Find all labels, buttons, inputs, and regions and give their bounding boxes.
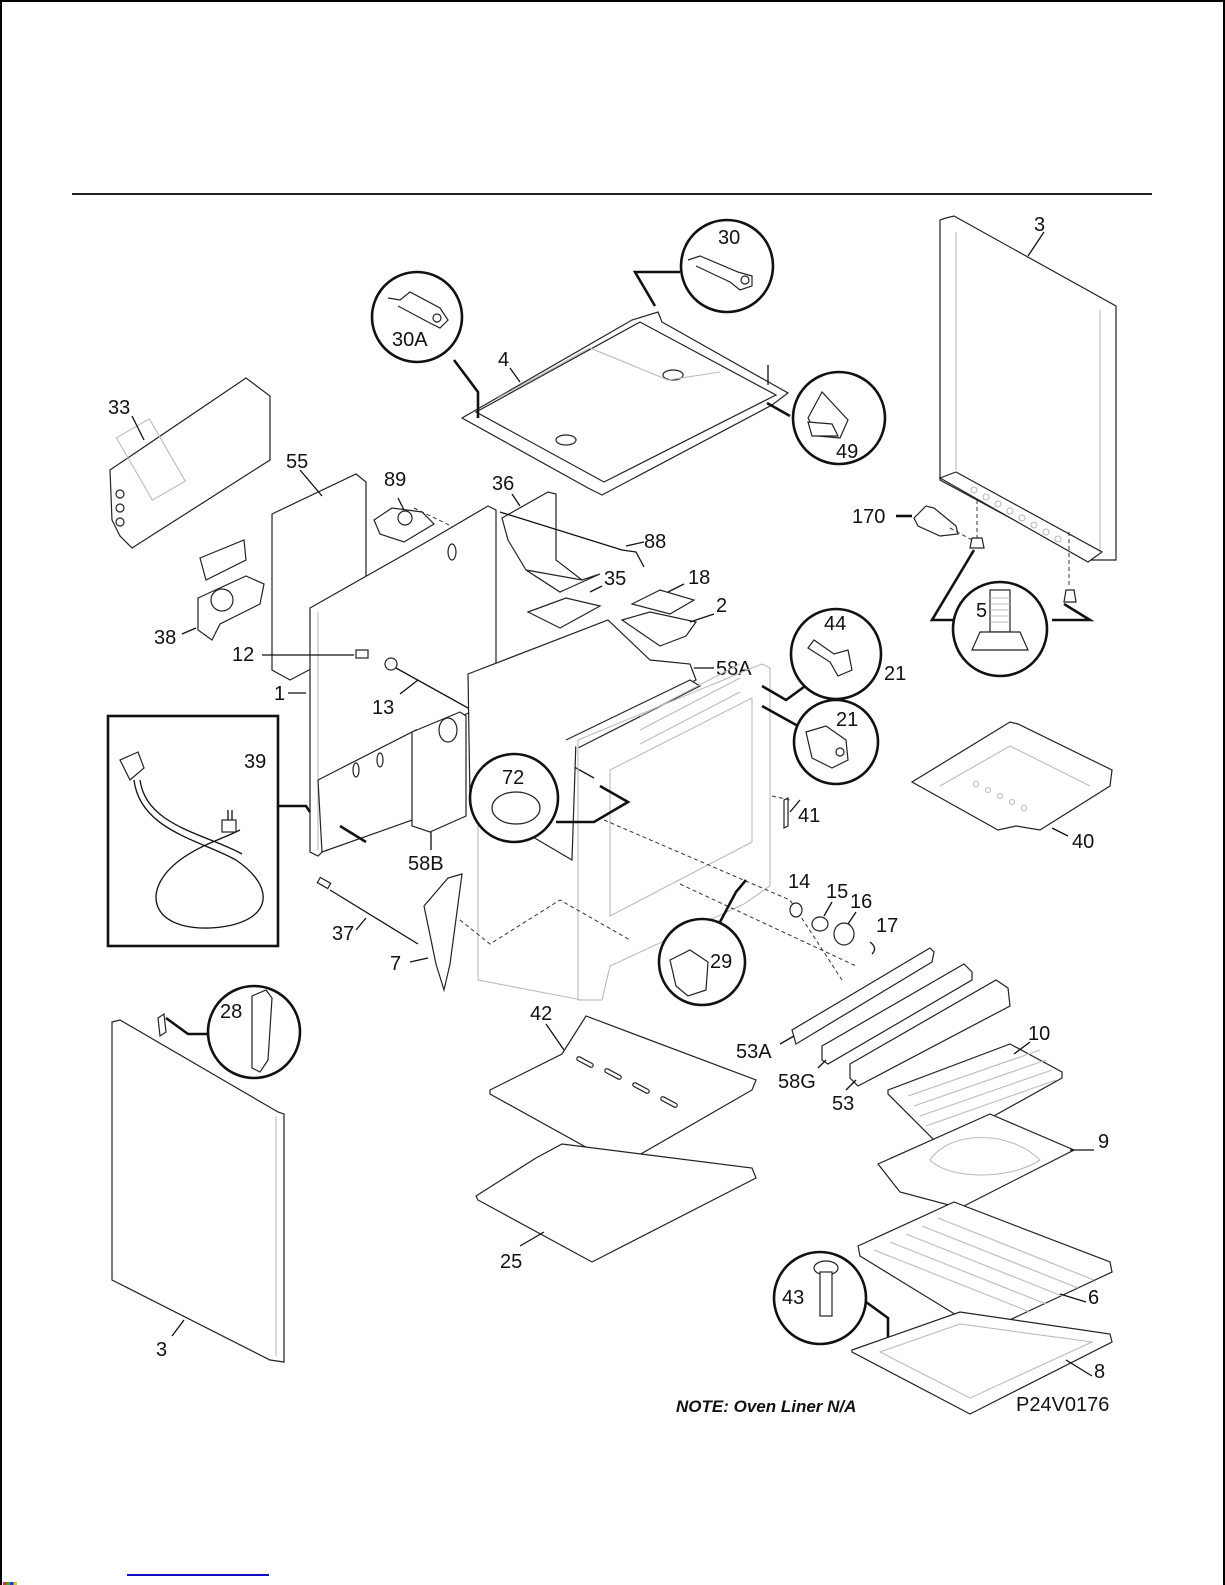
- label-49: 49: [836, 441, 858, 463]
- label-42: 42: [530, 1003, 552, 1025]
- label-14: 14: [788, 871, 810, 893]
- part-1-side-panel: 1: [274, 505, 497, 857]
- label-37: 37: [332, 923, 354, 945]
- label-17: 17: [876, 915, 898, 937]
- part-4-top-panel: 4: [460, 311, 790, 496]
- callout-5: 5: [929, 500, 1095, 678]
- header-rule: [72, 193, 1152, 195]
- label-36: 36: [492, 473, 514, 495]
- leveler-holes: [970, 486, 1062, 543]
- callout-28: 28: [157, 984, 302, 1080]
- part-33-panel: 33: [108, 377, 271, 549]
- callout-44: 44 21: [761, 607, 906, 702]
- label-6: 6: [1088, 1287, 1099, 1309]
- label-170: 170: [852, 506, 885, 528]
- label-35: 35: [604, 568, 626, 590]
- callout-49: 49: [766, 365, 887, 466]
- callout-21: 21: [761, 698, 880, 786]
- callout-72: 72: [468, 752, 631, 844]
- label-72: 72: [502, 767, 524, 789]
- label-58a: 58A: [716, 658, 752, 680]
- label-16: 16: [850, 891, 872, 913]
- label-33: 33: [108, 397, 130, 419]
- label-58b: 58B: [408, 853, 444, 875]
- label-3-top: 3: [1034, 214, 1045, 236]
- part-58b-insulation: 58B: [408, 711, 467, 875]
- part-35-plate: 35: [526, 568, 626, 629]
- label-29: 29: [710, 951, 732, 973]
- part-3-side-panel-left: 3: [111, 1019, 285, 1363]
- callout-30a: 30A: [370, 270, 480, 418]
- part-18-bracket: 18: [630, 567, 710, 615]
- part-41-clip: 41: [771, 795, 820, 829]
- label-2: 2: [716, 595, 727, 617]
- part-36-duct: 36: [492, 473, 601, 593]
- label-89: 89: [384, 469, 406, 491]
- part-58g-insulation: 58G: [778, 963, 973, 1093]
- light-assembly: 14 15 16 17: [603, 819, 898, 981]
- part-9-broiler-pan: 9: [877, 1113, 1109, 1209]
- part-25-plate: 25: [475, 1143, 757, 1273]
- part-37-sensor: 37: [316, 876, 419, 945]
- label-43: 43: [782, 1287, 804, 1309]
- part-170-bracket: 170: [852, 505, 973, 541]
- part-6-rack: 6: [857, 1201, 1113, 1333]
- part-42-bottom-panel: 42: [489, 1003, 757, 1167]
- footer-link[interactable]: [127, 1574, 269, 1576]
- label-9: 9: [1098, 1131, 1109, 1153]
- callout-39-box: 39: [106, 714, 312, 948]
- part-38-cover: 38: [154, 575, 265, 649]
- label-21: 21: [836, 709, 858, 731]
- label-21-outside: 21: [884, 663, 906, 685]
- label-55: 55: [286, 451, 308, 473]
- part-40-shelf: 40: [910, 721, 1113, 853]
- label-28: 28: [220, 1001, 242, 1023]
- part-2-plate: 2: [620, 595, 727, 647]
- thread-lines: [990, 597, 1010, 623]
- label-4: 4: [498, 349, 509, 371]
- grid-slots: [907, 1049, 1057, 1127]
- label-41: 41: [798, 805, 820, 827]
- label-53: 53: [832, 1093, 854, 1115]
- panel-slots: [576, 1056, 678, 1108]
- callout-43: 43: [772, 1250, 890, 1346]
- label-1: 1: [274, 683, 285, 705]
- label-30a: 30A: [392, 329, 428, 351]
- drawing-code: P24V0176: [1016, 1394, 1110, 1416]
- part-7-hinge: 7: [390, 873, 631, 993]
- label-8: 8: [1094, 1361, 1105, 1383]
- oven-frame: [477, 663, 771, 1001]
- label-44: 44: [824, 613, 846, 635]
- label-3-bottom: 3: [156, 1339, 167, 1361]
- part-88-rod: 88: [499, 511, 666, 568]
- label-12: 12: [232, 644, 254, 666]
- label-53a: 53A: [736, 1041, 772, 1063]
- label-39: 39: [244, 751, 266, 773]
- label-5: 5: [976, 600, 987, 622]
- label-7: 7: [390, 953, 401, 975]
- label-13: 13: [372, 697, 394, 719]
- part-89-motor: 89: [373, 469, 481, 543]
- corner-mark: [3, 1582, 17, 1585]
- rack-bars: [873, 1217, 1095, 1313]
- label-88: 88: [644, 531, 666, 553]
- diagram-note: NOTE: Oven Liner N/A: [676, 1397, 857, 1416]
- label-30: 30: [718, 227, 740, 249]
- part-10-broiler-grid: 10: [887, 1023, 1063, 1147]
- label-15: 15: [826, 881, 848, 903]
- part-8-tray: 8: [851, 1311, 1113, 1415]
- part-3-side-panel-right: 3: [938, 214, 1117, 563]
- callout-30: 30: [632, 218, 775, 314]
- part-53-rail: 53: [832, 979, 1011, 1115]
- label-40: 40: [1072, 831, 1094, 853]
- label-25: 25: [500, 1251, 522, 1273]
- label-58g: 58G: [778, 1071, 816, 1093]
- label-10: 10: [1028, 1023, 1050, 1045]
- shelf-holes: [972, 780, 1028, 812]
- part-53a-rail: 53A: [736, 947, 935, 1063]
- callout-29: 29: [657, 879, 747, 1007]
- label-38: 38: [154, 627, 176, 649]
- label-18: 18: [688, 567, 710, 589]
